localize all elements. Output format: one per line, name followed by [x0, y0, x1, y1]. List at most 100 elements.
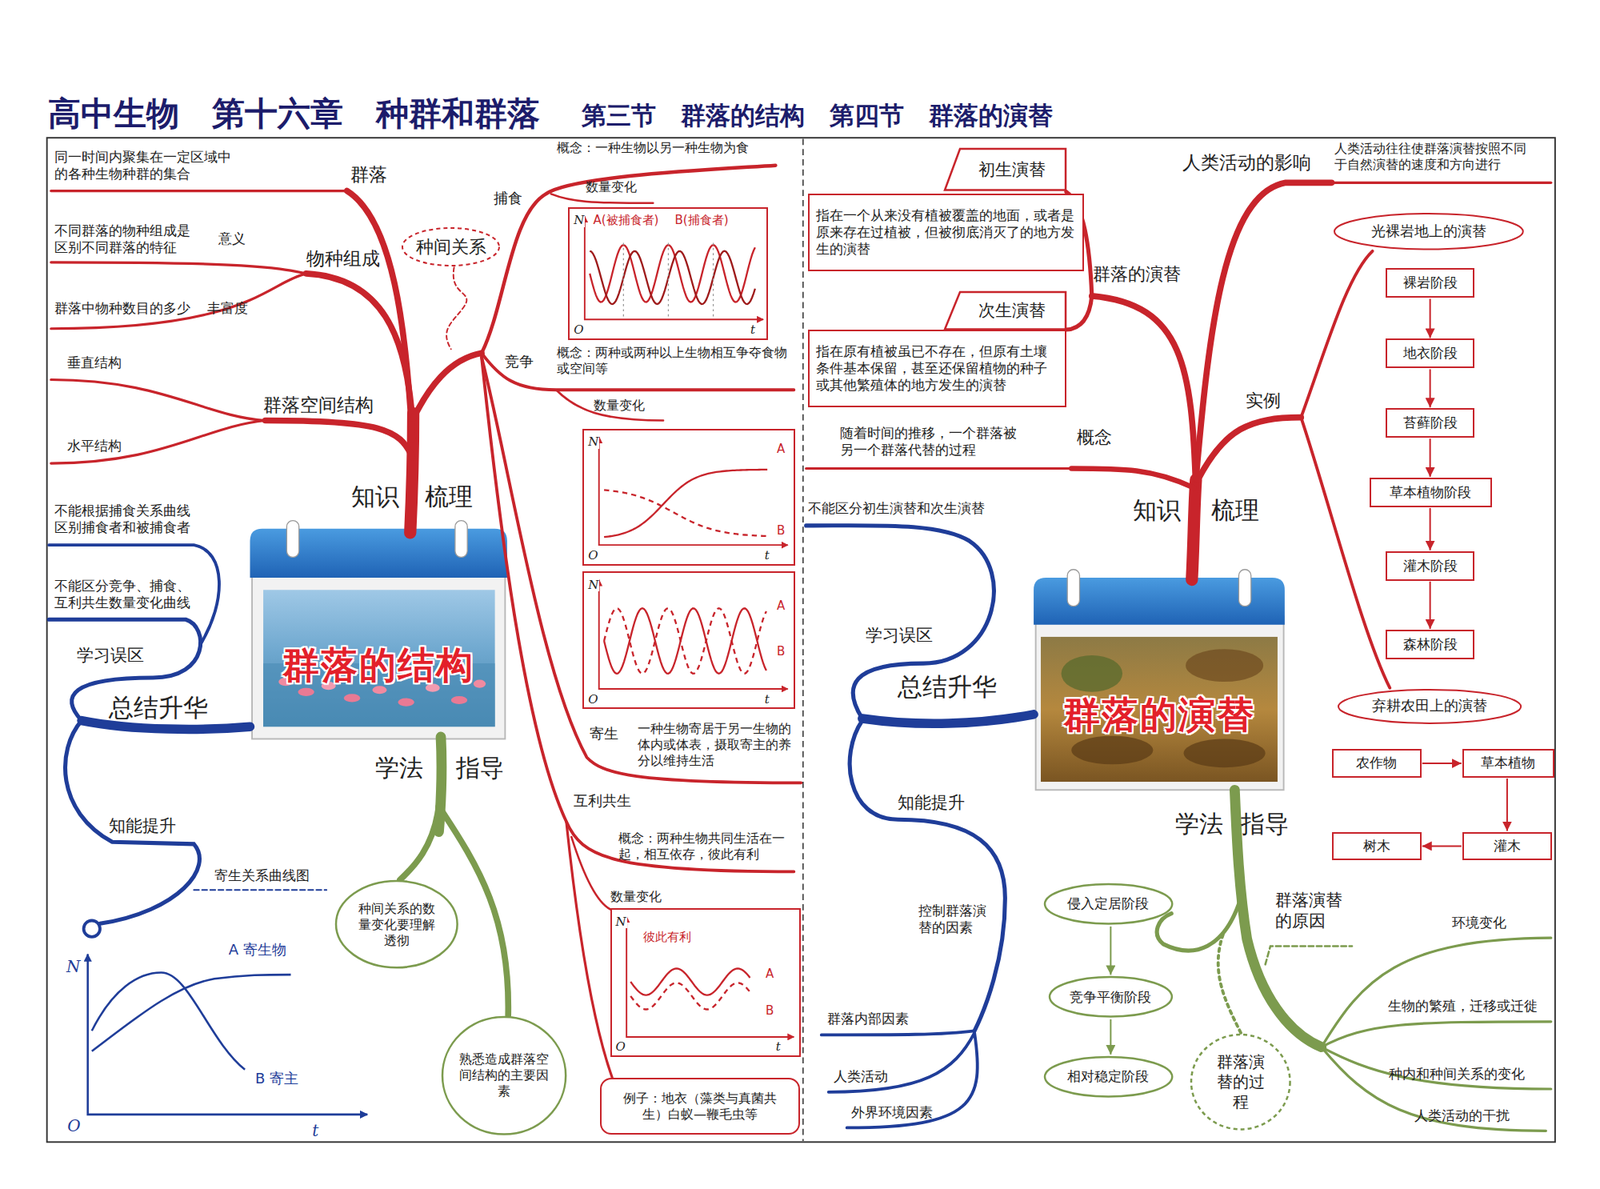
page-frame	[47, 137, 1556, 1142]
red-branch	[1066, 296, 1092, 330]
red-branch	[51, 420, 266, 464]
calendar-graphic	[451, 696, 468, 704]
guide-line	[668, 243, 669, 320]
leaf-label: 数量变化	[593, 397, 645, 414]
node-text: 灌木	[1493, 837, 1521, 855]
node-outline	[1338, 689, 1521, 724]
green-branch	[1218, 930, 1241, 1033]
node-outline	[1044, 1056, 1172, 1097]
node-text: 农作物	[1356, 754, 1397, 772]
main-branch-label: 指导	[456, 752, 504, 784]
green-branch	[1321, 1047, 1547, 1132]
chart-label: t	[749, 323, 756, 337]
card-title: 群落的结构	[282, 642, 475, 689]
population-curve	[604, 608, 767, 674]
chart-label: t	[764, 548, 771, 563]
node-outline	[442, 1016, 566, 1135]
calendar-graphic	[344, 693, 360, 702]
stage-box: 灌木	[1462, 832, 1552, 861]
calendar-graphic	[1061, 655, 1124, 692]
red-branch	[51, 189, 348, 192]
node-outline	[402, 228, 500, 266]
chart-label: B	[764, 1004, 775, 1018]
guide-line	[623, 243, 624, 320]
blue-branch	[821, 1030, 975, 1035]
population-curve	[630, 982, 750, 1009]
stage-box: 灌木阶段	[1385, 551, 1475, 581]
blue-branch	[81, 720, 250, 730]
curve-chart: NA(被捕食者)B(捕食者)Ot	[568, 207, 768, 340]
node-text: 光裸岩地上的演替	[1371, 222, 1487, 241]
branch-label: 互利共生	[573, 792, 632, 811]
chart-label: A	[776, 599, 786, 613]
calendar-graphic	[1036, 616, 1284, 790]
leaf-label: 生物的繁殖，迁移或迁徙	[1388, 997, 1538, 1015]
main-branch-label: 知识	[351, 481, 400, 512]
main-branch-label: 总结升华	[897, 671, 997, 703]
chart-label: O	[587, 548, 599, 563]
guide-line	[712, 243, 714, 320]
red-branch	[265, 420, 413, 458]
green-branch	[1321, 937, 1552, 1047]
main-branch-label: 梳理	[1211, 495, 1260, 526]
branch-label: 控制群落演替的因素	[918, 902, 996, 937]
calendar-graphic	[1071, 736, 1153, 765]
main-branch-label: 学法	[375, 752, 424, 784]
chart-axes	[584, 216, 764, 320]
curve-chart: N彼此有利ABOt	[610, 908, 802, 1057]
definition-box: 指在一个从来没有植被覆盖的地面，或者是原来存在过植被，但被彻底消灭了的地方发生的…	[808, 193, 1084, 272]
succession-type: 光裸岩地上的演替	[1332, 212, 1525, 251]
node-outline	[944, 292, 1066, 329]
parasite-chart	[92, 974, 292, 1052]
axis-label: N	[66, 956, 81, 977]
calendar-graphic	[1040, 636, 1278, 782]
branch-label: 群落	[350, 163, 388, 187]
node-text: 草本植物阶段	[1389, 484, 1472, 501]
calendar-graphic	[372, 685, 388, 694]
definition-note: 不同群落的物种组成是区别不同群落的特征	[54, 222, 198, 257]
branch-label: 群落空间结构	[263, 393, 374, 417]
red-branch	[1071, 468, 1194, 488]
green-branch	[400, 736, 1552, 1131]
main-branch-label: 学法	[1175, 808, 1224, 840]
node-text: 灌木阶段	[1403, 557, 1458, 575]
branch-label: 知能提升	[897, 792, 965, 813]
pitfall-note: 不能区分竞争、捕食、互利共生数量变化曲线	[54, 577, 198, 612]
red-branch	[571, 836, 610, 910]
node-text: 种间关系的数量变化要理解透彻	[354, 900, 440, 949]
branch-label: 寄生	[589, 724, 619, 744]
chart-label: t	[775, 1040, 782, 1054]
node-text: 次生演替	[978, 300, 1046, 321]
stage-box: 草本植物	[1462, 748, 1555, 778]
page-frame	[47, 137, 1556, 1142]
flow-arrow	[1429, 438, 1432, 477]
flow-arrow	[1429, 581, 1432, 629]
calendar-graphic	[455, 520, 468, 558]
blue-branch	[193, 888, 327, 891]
red-branch	[481, 356, 794, 872]
curve-label: B 寄主	[255, 1069, 299, 1088]
red-branch	[446, 267, 467, 349]
calendar-graphic	[286, 520, 299, 558]
stage-box: 地衣阶段	[1385, 338, 1475, 368]
stage-box: 裸岩阶段	[1385, 268, 1475, 298]
main-branch-label: 知识	[1132, 495, 1181, 526]
calendar-graphic	[1067, 569, 1080, 607]
flow-arrow	[1422, 762, 1462, 764]
process-stage: 相对稳定阶段	[1043, 1055, 1174, 1099]
chart-label: N	[587, 435, 600, 449]
chart-axes	[626, 916, 794, 1037]
branch-label: 学习误区	[76, 644, 144, 666]
heading-tab: 初生演替	[944, 148, 1067, 192]
definition-box: 指在原有植被虽已不存在，但原有土壤条件基本保留，甚至还保留植物的种子或其他繁殖体…	[808, 329, 1067, 408]
tip-circle: 种间关系的数量变化要理解透彻	[334, 879, 460, 969]
leaf-label: 水平结构	[67, 437, 122, 455]
leaf-label: 外界环境因素	[851, 1104, 933, 1121]
chart-axes	[599, 436, 788, 545]
calendar-graphic	[1184, 738, 1266, 768]
red-branch	[806, 467, 1072, 470]
blue-branch	[862, 714, 1034, 724]
leaf-label: 人类活动的干扰	[1414, 1107, 1510, 1124]
stage-box: 树木	[1332, 832, 1422, 861]
branch-label: 竞争	[504, 352, 534, 372]
